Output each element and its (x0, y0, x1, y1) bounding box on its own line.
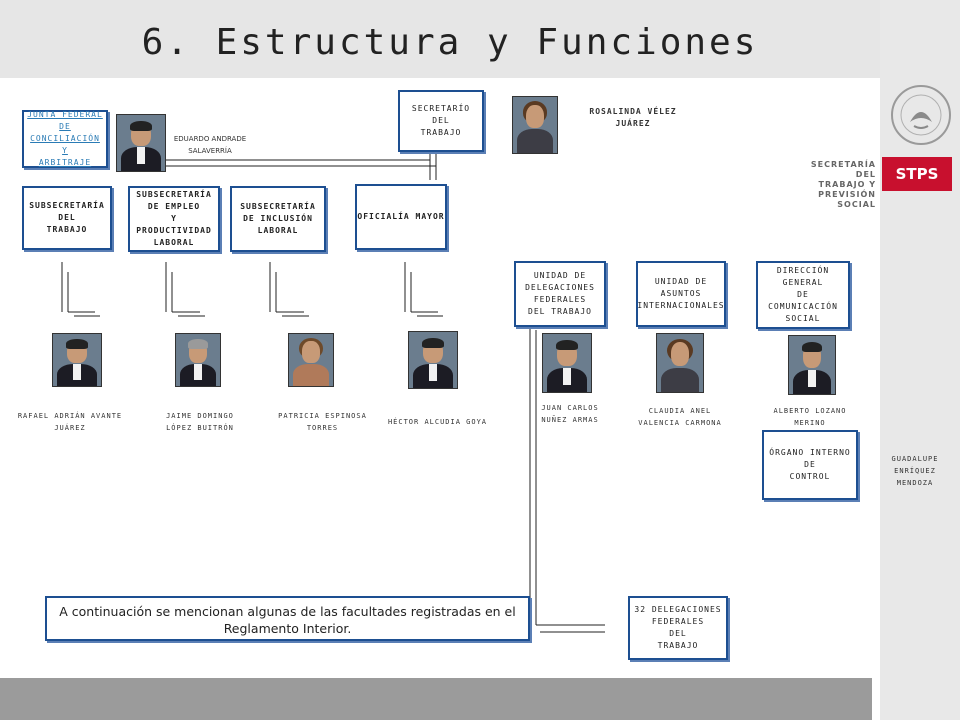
name-juan-carlos-nunez: JUAN CARLOS NUÑEZ ARMAS (541, 404, 599, 424)
subsecretaria-empleo-box[interactable]: SUBSECRETARÍA DE EMPLEO Y PRODUCTIVIDAD … (128, 186, 220, 252)
name-alberto-lozano: ALBERTO LOZANO MERINO (773, 407, 847, 427)
photo-jaime-lopez (175, 333, 221, 387)
secretario-box[interactable]: SECRETARÍO DEL TRABAJO (398, 90, 484, 152)
page-title: 6. Estructura y Funciones (141, 22, 759, 63)
name-jaime-lopez: JAIME DOMINGO LÓPEZ BUITRÓN (166, 412, 234, 432)
photo-rafael-avante (52, 333, 102, 387)
note-box: A continuación se mencionan algunas de l… (45, 596, 530, 641)
stps-logo: STPS (882, 157, 952, 191)
subsecretaria-trabajo-box[interactable]: SUBSECRETARÍA DEL TRABAJO (22, 186, 112, 250)
header-band (0, 0, 880, 78)
photo-alberto-lozano (788, 335, 836, 395)
delegaciones-federales-box[interactable]: 32 DELEGACIONES FEDERALES DEL TRABAJO (628, 596, 728, 660)
logo-line-1: SECRETARÍA (810, 160, 876, 169)
unidad-delegaciones-box[interactable]: UNIDAD DE DELEGACIONES FEDERALES DEL TRA… (514, 261, 606, 327)
photo-claudia-valencia (656, 333, 704, 393)
logo-line-3: PREVISIÓN SOCIAL (818, 190, 876, 209)
name-rosalinda-velez: ROSALINDA VÉLEZ JUÁREZ (589, 107, 677, 128)
photo-patricia-espinosa (288, 333, 334, 387)
photo-hector-alcudia (408, 331, 458, 389)
logo-line-2: DEL TRABAJO Y (818, 170, 876, 189)
name-claudia-valencia: CLAUDIA ANEL VALENCIA CARMONA (638, 407, 722, 427)
junta-federal-link[interactable]: JUNTA FEDERAL DE CONCILIACIÓN Y ARBITRAJ… (27, 110, 103, 167)
oficialia-mayor-box[interactable]: OFICIALÍA MAYOR (355, 184, 447, 250)
name-guadalupe-enriquez: GUADALUPE ENRÍQUEZ MENDOZA (891, 455, 939, 487)
name-patricia-espinosa: PATRICIA ESPINOSA TORRES (278, 412, 367, 432)
org-chart-connectors (61, 150, 605, 633)
photo-rosalinda-velez (512, 96, 558, 154)
logo-text: SECRETARÍA DEL TRABAJO Y PREVISIÓN SOCIA… (810, 160, 876, 210)
mexico-seal-icon (891, 85, 951, 145)
name-eduardo-andrade: EDUARDO ANDRADE SALAVERRÍA (173, 135, 247, 155)
footer-band (0, 678, 872, 720)
name-rafael-avante: RAFAEL ADRIÁN AVANTE JUÁREZ (17, 412, 123, 432)
photo-juan-carlos-nunez (542, 333, 592, 393)
junta-federal-box[interactable]: JUNTA FEDERAL DE CONCILIACIÓN Y ARBITRAJ… (22, 110, 108, 168)
direccion-comunicacion-box[interactable]: DIRECCIÓN GENERAL DE COMUNICACIÓN SOCIAL (756, 261, 850, 329)
name-hector-alcudia: HÉCTOR ALCUDIA GOYA (387, 418, 488, 426)
organo-interno-control-box[interactable]: ÓRGANO INTERNO DE CONTROL (762, 430, 858, 500)
subsecretaria-inclusion-box[interactable]: SUBSECRETARÍA DE INCLUSIÓN LABORAL (230, 186, 326, 252)
unidad-asuntos-internacionales-box[interactable]: UNIDAD DE ASUNTOS INTERNACIONALES (636, 261, 726, 327)
photo-eduardo-andrade (116, 114, 166, 172)
